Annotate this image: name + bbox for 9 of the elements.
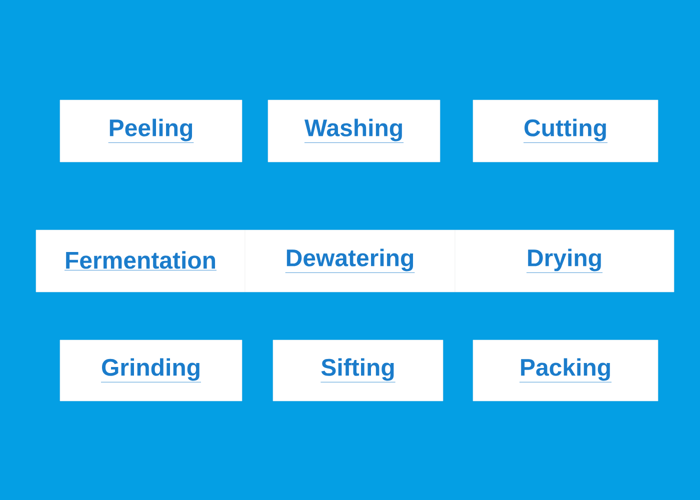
step-box: Packing [472,340,658,402]
step-box: Fermentation [36,230,246,292]
step-box: Cutting [472,100,658,162]
step-box: Sifting [272,340,444,402]
step-box: Washing [268,100,440,162]
step-box: Drying [454,230,674,292]
step-box: Grinding [60,340,242,402]
step-box: Dewatering [244,230,456,292]
step-box: Peeling [60,100,242,162]
